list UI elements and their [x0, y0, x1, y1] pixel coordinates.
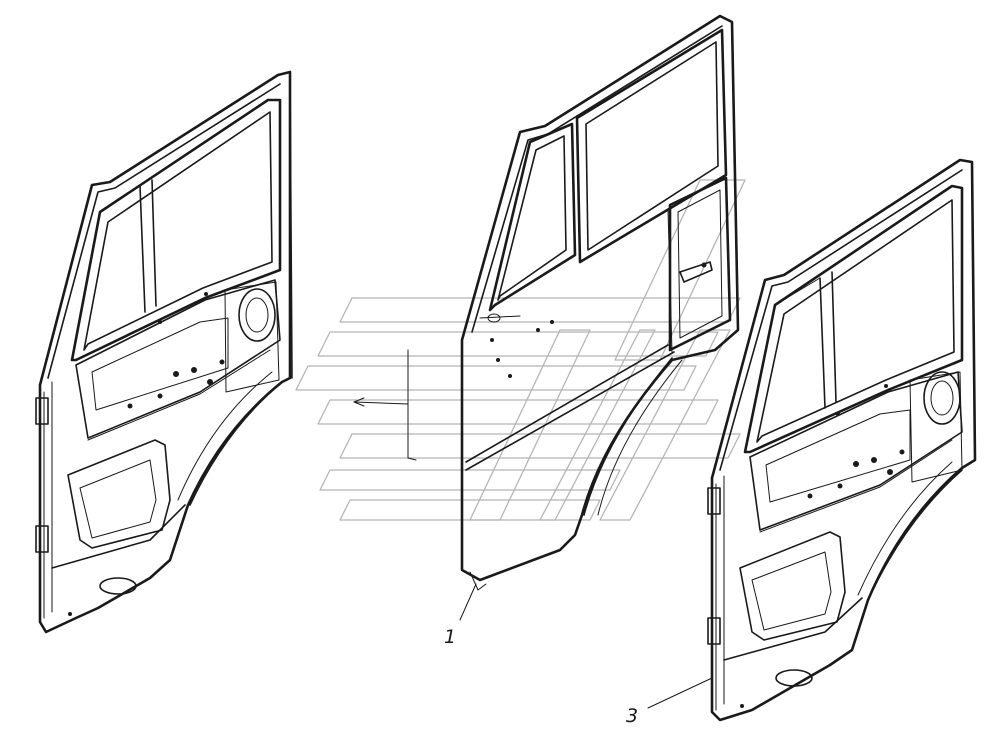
left-door-outer-edge: [38, 70, 292, 634]
right-door-window-frame: [743, 184, 964, 454]
leader-line-3: [647, 677, 713, 709]
right-door-outer-edge: [710, 158, 977, 722]
callout-3: 3: [626, 677, 713, 727]
left-door-assembly: [35, 70, 293, 634]
leader-line-1: [459, 583, 477, 621]
callout-1: 1: [444, 583, 477, 648]
center-door-window-frame: [488, 122, 577, 312]
right-door-part-3: [707, 158, 977, 722]
callout-label-1: 1: [444, 626, 456, 648]
assembly-arrow: [353, 349, 417, 461]
callout-label-3: 3: [626, 705, 638, 727]
center-door-part-1: [460, 14, 740, 591]
watermark-logo: [295, 179, 746, 521]
